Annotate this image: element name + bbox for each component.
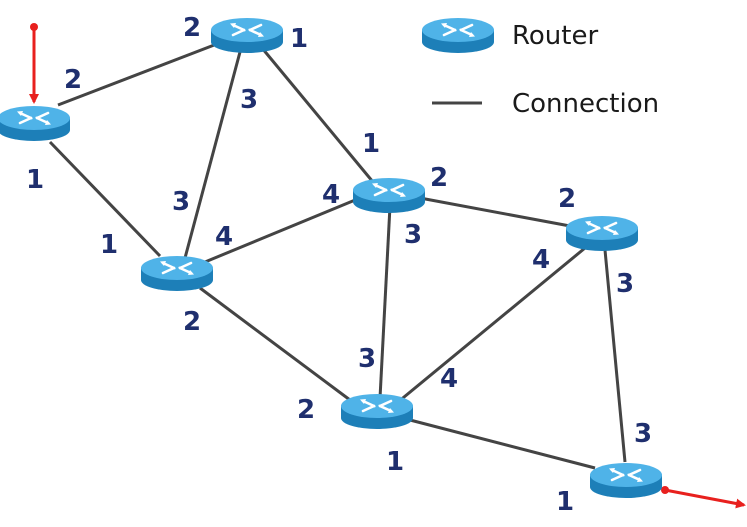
ingress-arrow bbox=[29, 23, 39, 104]
port-labels: 1 2 2 1 3 1 3 4 2 1 2 4 3 2 4 3 3 4 2 1 … bbox=[26, 13, 652, 517]
egress-line bbox=[664, 488, 746, 509]
legend-connection-label: Connection bbox=[512, 89, 659, 119]
connection-r6-r7 bbox=[409, 418, 596, 470]
connection-r3-r4 bbox=[204, 196, 361, 264]
port-label: 4 bbox=[215, 222, 233, 252]
port-label: 2 bbox=[183, 13, 201, 43]
connection-r3-r6 bbox=[199, 286, 351, 402]
legend: Router Connection bbox=[420, 16, 659, 119]
egress-arrow bbox=[661, 486, 746, 509]
port-label: 3 bbox=[616, 269, 634, 299]
port-label: 1 bbox=[100, 230, 118, 260]
connection-r1-r2 bbox=[57, 40, 223, 107]
port-label: 4 bbox=[322, 180, 340, 210]
port-label: 1 bbox=[26, 165, 44, 195]
connections bbox=[48, 40, 627, 470]
port-label: 1 bbox=[362, 129, 380, 159]
connection-r4-r6 bbox=[378, 205, 392, 399]
connection-r4-r5 bbox=[419, 196, 571, 228]
port-label: 3 bbox=[172, 187, 190, 217]
port-label: 3 bbox=[240, 85, 258, 115]
legend-router-icon bbox=[420, 16, 496, 55]
port-label: 1 bbox=[290, 24, 308, 54]
connection-r5-r6 bbox=[397, 246, 586, 404]
port-label: 4 bbox=[440, 364, 458, 394]
connection-r2-r3 bbox=[183, 51, 242, 259]
connection-r2-r4 bbox=[260, 47, 375, 183]
connection-r1-r3 bbox=[48, 140, 162, 258]
router-icon-r7 bbox=[588, 461, 664, 500]
router-icon-r3 bbox=[139, 254, 215, 293]
router-icon-r1 bbox=[0, 104, 72, 143]
port-label: 2 bbox=[64, 65, 82, 95]
port-label: 2 bbox=[430, 163, 448, 193]
port-label: 4 bbox=[532, 245, 550, 275]
port-label: 2 bbox=[183, 307, 201, 337]
legend-router-label: Router bbox=[512, 21, 598, 51]
port-label: 1 bbox=[386, 447, 404, 477]
port-label: 3 bbox=[358, 344, 376, 374]
port-label: 3 bbox=[634, 419, 652, 449]
router-icon-r6 bbox=[339, 392, 415, 431]
port-label: 1 bbox=[556, 487, 574, 517]
router-icon-r5 bbox=[564, 214, 640, 253]
port-label: 2 bbox=[297, 395, 315, 425]
port-label: 3 bbox=[404, 220, 422, 250]
connection-r5-r7 bbox=[603, 249, 627, 463]
router-icon-r2 bbox=[209, 16, 285, 55]
port-label: 2 bbox=[558, 184, 576, 214]
router-icon-r4 bbox=[351, 176, 427, 215]
